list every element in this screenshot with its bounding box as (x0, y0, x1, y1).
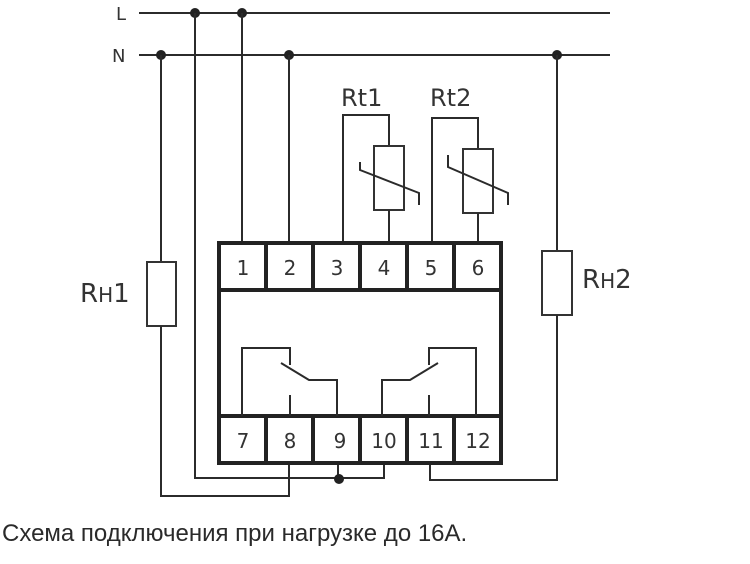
wire-common-9-10 (337, 462, 385, 479)
load-rh2-label: RH2 (582, 265, 632, 295)
terminal-2: 2 (284, 256, 297, 280)
terminal-12: 12 (465, 429, 490, 453)
bottom-terminal-separators (264, 416, 456, 463)
line-label-N: N (112, 46, 125, 67)
line-label-L: L (116, 4, 126, 25)
wire-L-to-common (194, 13, 343, 479)
diagram-caption: Схема подключения при нагрузке до 16А. (2, 520, 468, 547)
relay-contact-1 (241, 347, 338, 416)
wire-rt2 (431, 117, 479, 243)
wire-rh2-to-terminal-11 (429, 315, 558, 481)
terminal-11: 11 (418, 429, 443, 453)
terminal-8: 8 (284, 429, 297, 453)
relay-contact-2 (381, 347, 477, 416)
load-rh2-resistor (541, 250, 573, 316)
top-terminal-separators (264, 243, 456, 290)
terminal-9: 9 (334, 429, 347, 453)
wire-rh1-to-terminal-8 (160, 326, 290, 497)
terminal-6: 6 (472, 256, 485, 280)
load-rh1-resistor (146, 261, 177, 327)
terminal-7: 7 (237, 429, 250, 453)
terminal-5: 5 (425, 256, 438, 280)
terminal-10: 10 (371, 429, 396, 453)
thermistor-rt1-label: Rt1 (341, 84, 382, 112)
wire-rt1 (342, 114, 390, 243)
terminal-3: 3 (331, 256, 344, 280)
load-rh1-label: RH1 (80, 279, 130, 309)
terminal-1: 1 (237, 256, 250, 280)
terminal-4: 4 (378, 256, 391, 280)
thermistor-rt1-slash (359, 162, 420, 205)
thermistor-rt2-label: Rt2 (430, 84, 471, 112)
thermistor-rt2-slash (447, 155, 509, 205)
junction-dot (334, 474, 344, 484)
